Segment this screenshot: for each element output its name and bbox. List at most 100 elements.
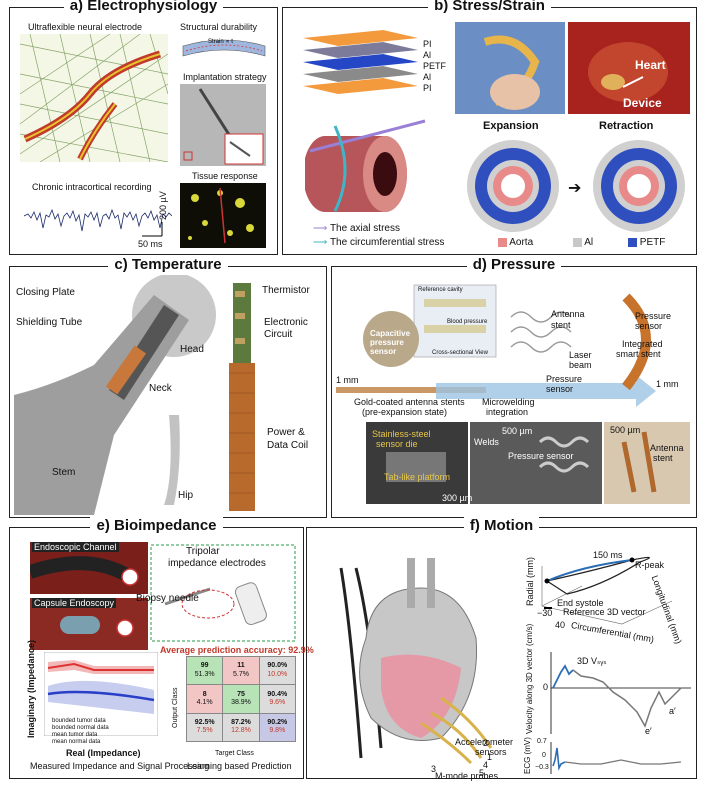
layer-label-3: PETF	[423, 61, 447, 71]
expansion-ring	[467, 140, 559, 232]
label-150ms: 150 ms	[593, 550, 623, 560]
petf-label: PETF	[639, 237, 666, 248]
panel-electrophysiology: a) Electrophysiology Ultraflexible neura…	[9, 0, 278, 255]
tissue-response-image	[180, 183, 266, 248]
label-welds: Welds	[474, 437, 499, 447]
hand-device-photo	[455, 22, 565, 114]
circ-arrow-icon: ⟶	[313, 237, 330, 248]
label-a-prime: a′	[669, 706, 676, 716]
label-chronic: Chronic intracortical recording	[32, 182, 152, 192]
num-4: 4	[483, 760, 489, 770]
panel-title: d) Pressure	[466, 256, 562, 273]
neural-mesh-image	[20, 34, 168, 162]
label-accuracy: Average prediction accuracy: 92.9%	[160, 645, 314, 655]
label-implantation: Implantation strategy	[183, 72, 267, 82]
label-electrodes: impedance electrodes	[168, 558, 266, 569]
label-device: Device	[623, 96, 662, 110]
matrix-cell-bottom: 10.0%	[267, 670, 288, 678]
recording-trace	[24, 208, 172, 237]
matrix-cell-bottom: 9.6%	[269, 698, 286, 706]
label-ultraflexible: Ultraflexible neural electrode	[28, 22, 143, 32]
layer-label-1: PI	[423, 39, 432, 49]
matrix-cell-bottom: 51.3%	[194, 670, 215, 678]
matrix-cell: 90.0%10.0%	[259, 657, 295, 685]
label-output-class: Output Class	[172, 687, 179, 728]
trajectory-3d-plot	[541, 556, 673, 625]
layer-stack-diagram	[303, 30, 418, 94]
matrix-cell-bottom: 38.9%	[231, 698, 251, 706]
label-stem: Stem	[52, 467, 76, 478]
label-capacitive: Capacitive pressure sensor	[370, 329, 411, 356]
label-cross: Cross-sectional View	[432, 350, 488, 356]
heart-photo	[568, 22, 690, 114]
ecg-tick-1: 0.7	[537, 738, 547, 745]
label-closing-plate: Closing Plate	[16, 287, 75, 298]
label-micro: Microwelding	[482, 397, 535, 407]
label-antenna-2: Antenna	[650, 443, 684, 453]
label-velocity-axis: Velocity along 3D vector (cm/s)	[525, 623, 534, 734]
matrix-cell-top: 87.2%	[231, 718, 251, 726]
label-retraction: Retraction	[599, 120, 654, 132]
panel-title: c) Temperature	[108, 256, 228, 273]
num-1: 1	[487, 752, 493, 762]
strain-diagram: Strain ∝ t	[182, 39, 266, 57]
ecg-tick-2: 0	[542, 752, 546, 759]
num-3: 3	[431, 764, 437, 774]
label-laser: Laser	[569, 350, 592, 360]
legend-normal-mean: mean normal data	[52, 739, 101, 745]
label-biopsy: Biopsy needle	[136, 593, 199, 604]
layer-label-2: Al	[423, 50, 432, 60]
label-capsule: Capsule Endoscopy	[32, 598, 117, 608]
caption-measured: Measured Impedance and Signal Processing	[30, 761, 210, 771]
label-antenna: Antenna	[551, 309, 585, 319]
legend-normal-bound: bounded normal data	[52, 725, 109, 731]
label-pressure-sensor: Pressure	[546, 374, 583, 384]
label-thermistor: Thermistor	[262, 285, 310, 296]
label-gold: Gold-coated antenna stents	[354, 397, 465, 407]
label-stainless: Stainless-steel	[372, 429, 431, 439]
label-sensors: sensors	[475, 747, 507, 757]
panel-temperature: c) Temperature Closing Plate Shielding T…	[9, 256, 327, 518]
axial-label: The axial stress	[329, 223, 400, 234]
label-end-systole: End systole	[557, 598, 604, 608]
label-stent: stent	[551, 320, 571, 330]
label-pressure-sensor-3: Pressure sensor	[508, 451, 574, 461]
label-coil: Data Coil	[267, 440, 309, 451]
label-beam: beam	[569, 360, 592, 370]
label-pressure-sensor-2: Pressure	[635, 311, 672, 321]
label-expansion: Expansion	[483, 120, 539, 132]
matrix-cell-bottom: 4.1%	[196, 698, 213, 706]
legend-circ: ⟶ The circumferential stress	[313, 237, 444, 248]
matrix-cell-bottom: 9.8%	[269, 727, 286, 735]
panel-title: e) Bioimpedance	[90, 517, 223, 534]
panel-motion: f) Motion 1 2 3 4 5 Accelerometer sensor…	[306, 517, 697, 781]
num-2: 2	[483, 738, 489, 748]
label-ylabel: Imaginary (Impedance)	[26, 639, 36, 738]
matrix-cell: 90.4%9.6%	[259, 685, 295, 713]
scale-time: 50 ms	[138, 239, 163, 249]
label-hip: Hip	[178, 490, 194, 501]
tick-40: 40	[555, 620, 566, 630]
label-ref3d: Reference 3D vector	[563, 607, 646, 617]
num-5: 5	[479, 768, 485, 778]
matrix-cell-top: 75	[237, 690, 245, 698]
matrix-cell-top: 8	[202, 690, 207, 698]
legend-petf: PETF	[628, 237, 665, 248]
panel-title: a) Electrophysiology	[63, 0, 224, 14]
axial-arrow-icon: ⟶	[313, 223, 330, 234]
panel-title: f) Motion	[463, 517, 540, 534]
label-smart-stent: smart stent	[616, 349, 661, 359]
panel-pressure: d) Pressure Capacitive pressure sensor R…	[331, 256, 697, 518]
photo-image-right	[604, 422, 690, 504]
sensor-module-image	[229, 283, 255, 511]
label-1mm-right: 1 mm	[656, 379, 679, 389]
label-stent-2: stent	[653, 453, 673, 463]
panel-title: b) Stress/Strain	[428, 0, 551, 14]
matrix-cell-top: 11	[237, 662, 245, 670]
matrix-cell: 87.2%12.8%	[223, 713, 259, 741]
velocity-plot	[550, 652, 691, 734]
label-blood-pressure: Blood pressure	[447, 319, 488, 325]
